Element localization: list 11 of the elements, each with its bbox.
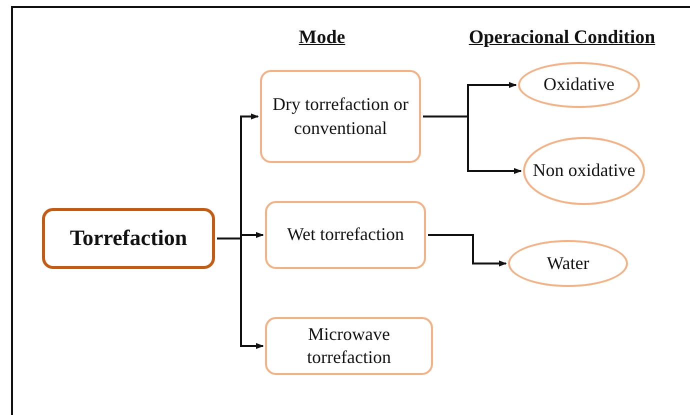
condition-ellipse: Oxidative <box>518 62 640 108</box>
condition-ellipse: Water <box>508 240 628 287</box>
process-box: Wet torrefaction <box>265 201 426 269</box>
column-heading: Mode <box>298 27 346 49</box>
connector-arrow <box>428 234 507 266</box>
process-box: Torrefaction <box>42 208 215 269</box>
connector-arrow <box>423 116 522 174</box>
process-box: Microwave torrefaction <box>265 317 433 375</box>
process-box: Dry torrefaction or conventional <box>260 70 421 163</box>
condition-ellipse: Non oxidative <box>523 137 645 205</box>
column-heading: Operacional Condition <box>468 27 656 49</box>
